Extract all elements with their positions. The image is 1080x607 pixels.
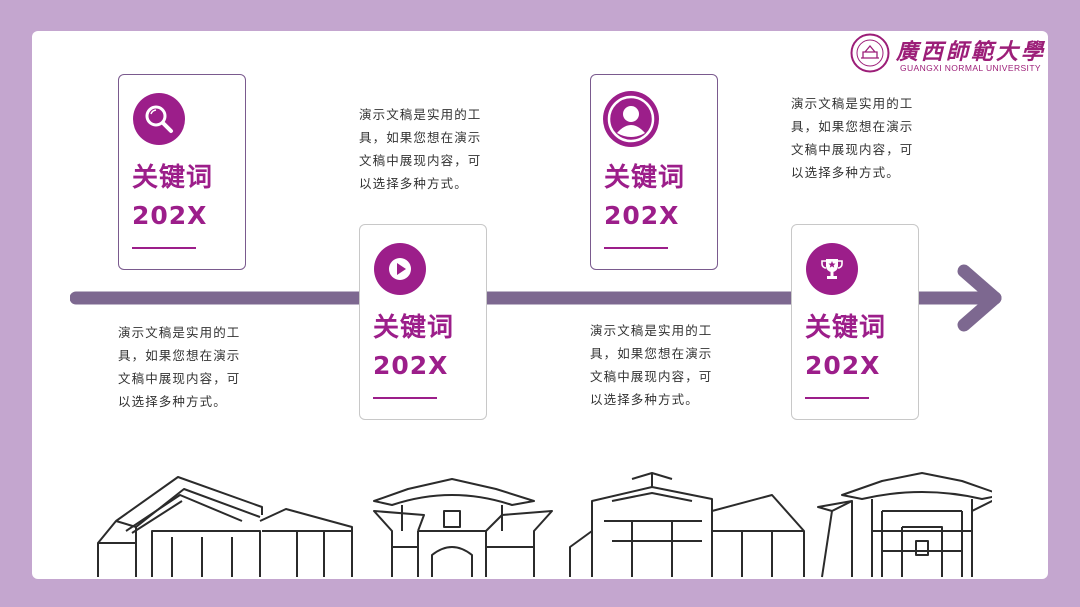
milestone-description-4: 演示文稿是实用的工 具，如果您想在演示 文稿中展现内容，可 以选择多种方式。: [791, 92, 925, 184]
slide-canvas: 廣西師範大學 GUANGXI NORMAL UNIVERSITY 关键词 202…: [32, 31, 1048, 579]
milestone-year: 202X: [373, 351, 448, 380]
university-logo: 廣西師範大學 GUANGXI NORMAL UNIVERSITY: [850, 33, 1040, 79]
description-line: 文稿中展现内容，可: [791, 138, 925, 161]
milestone-card-2: 关键词 202X: [359, 224, 487, 420]
description-line: 具，如果您想在演示: [590, 342, 724, 365]
description-line: 具，如果您想在演示: [359, 126, 493, 149]
milestone-year: 202X: [805, 351, 880, 380]
description-line: 演示文稿是实用的工: [590, 319, 724, 342]
user-icon: [603, 91, 659, 147]
campus-skyline-illustration: [92, 471, 992, 579]
milestone-keyword: 关键词: [805, 307, 886, 344]
description-line: 演示文稿是实用的工: [359, 103, 493, 126]
description-line: 演示文稿是实用的工: [791, 92, 925, 115]
description-line: 文稿中展现内容，可: [118, 367, 252, 390]
divider: [373, 397, 437, 399]
description-line: 演示文稿是实用的工: [118, 321, 252, 344]
description-line: 以选择多种方式。: [791, 161, 925, 184]
university-name-en: GUANGXI NORMAL UNIVERSITY: [900, 63, 1041, 73]
description-line: 文稿中展现内容，可: [590, 365, 724, 388]
milestone-description-1: 演示文稿是实用的工 具，如果您想在演示 文稿中展现内容，可 以选择多种方式。: [118, 321, 252, 413]
milestone-keyword: 关键词: [132, 157, 213, 194]
milestone-year: 202X: [132, 201, 207, 230]
play-icon: [374, 243, 426, 295]
description-line: 具，如果您想在演示: [118, 344, 252, 367]
milestone-year: 202X: [604, 201, 679, 230]
description-line: 以选择多种方式。: [359, 172, 493, 195]
university-seal-icon: [850, 33, 890, 73]
university-name-cn: 廣西師範大學: [896, 34, 1046, 66]
description-line: 以选择多种方式。: [590, 388, 724, 411]
milestone-card-1: 关键词 202X: [118, 74, 246, 270]
milestone-description-2: 演示文稿是实用的工 具，如果您想在演示 文稿中展现内容，可 以选择多种方式。: [359, 103, 493, 195]
description-line: 具，如果您想在演示: [791, 115, 925, 138]
search-icon: [133, 93, 185, 145]
description-line: 文稿中展现内容，可: [359, 149, 493, 172]
milestone-keyword: 关键词: [604, 157, 685, 194]
description-line: 以选择多种方式。: [118, 390, 252, 413]
milestone-keyword: 关键词: [373, 307, 454, 344]
divider: [604, 247, 668, 249]
divider: [132, 247, 196, 249]
milestone-card-3: 关键词 202X: [590, 74, 718, 270]
milestone-card-4: 关键词 202X: [791, 224, 919, 420]
milestone-description-3: 演示文稿是实用的工 具，如果您想在演示 文稿中展现内容，可 以选择多种方式。: [590, 319, 724, 411]
trophy-icon: [806, 243, 858, 295]
divider: [805, 397, 869, 399]
